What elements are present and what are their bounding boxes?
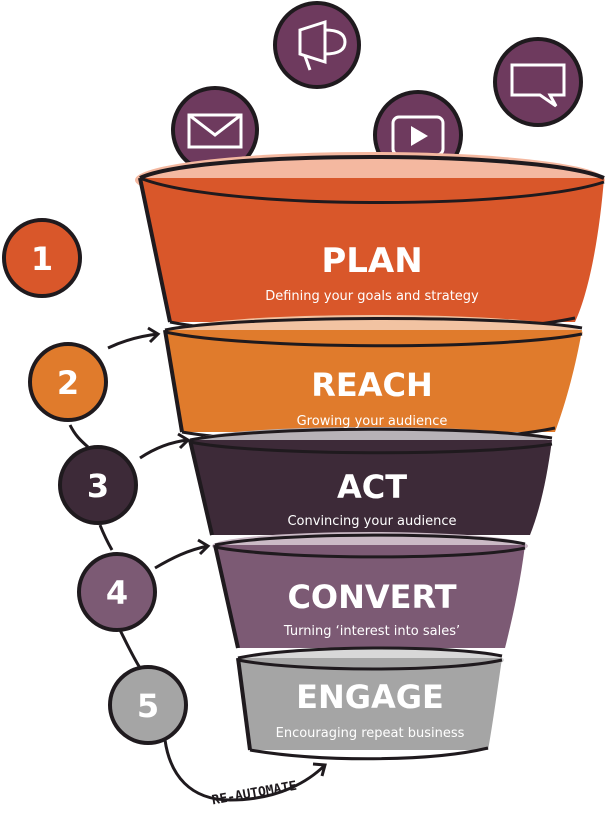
stage-title-convert: CONVERT: [287, 578, 456, 616]
step-number-1: 1: [31, 240, 53, 278]
channel-icons: [171, 1, 583, 180]
funnel-band-act: [190, 440, 552, 535]
step-connectors: [68, 326, 327, 802]
stage-title-plan: PLAN: [321, 241, 422, 281]
funnel-band-convert: [215, 545, 525, 648]
stage-subtitle-act: Convincing your audience: [287, 514, 456, 529]
stage-subtitle-reach: Growing your audience: [297, 414, 448, 429]
funnel: [135, 152, 605, 761]
funnel-band-plan: [140, 178, 604, 322]
re-automate-label: RE-AUTOMATE: [211, 779, 298, 809]
step-circle-3: 3: [58, 445, 138, 525]
step-number-5: 5: [137, 687, 159, 725]
step-circle-4: 4: [77, 552, 157, 632]
stage-subtitle-engage: Encouraging repeat business: [276, 726, 465, 741]
email-icon: [171, 86, 259, 174]
step-circle-2: 2: [28, 342, 108, 422]
stage-title-act: ACT: [337, 468, 407, 506]
stage-title-reach: REACH: [311, 366, 433, 404]
funnel-band-reach: [165, 330, 582, 432]
chat-bubble-icon: [493, 37, 583, 127]
funnel-band-engage: [238, 658, 502, 750]
stage-subtitle-convert: Turning ‘interest into sales’: [283, 624, 460, 639]
step-circle-1: 1: [2, 218, 82, 298]
stage-title-engage: ENGAGE: [296, 678, 444, 716]
step-circle-5: 5: [108, 665, 188, 745]
stage-labels: PLAN Defining your goals and strategy RE…: [265, 241, 479, 741]
step-number-3: 3: [87, 467, 109, 505]
megaphone-icon: [273, 1, 361, 89]
step-circles: 1 2 3 4 5: [2, 218, 188, 745]
step-number-2: 2: [57, 364, 79, 402]
stage-subtitle-plan: Defining your goals and strategy: [265, 289, 479, 304]
step-number-4: 4: [106, 574, 128, 612]
